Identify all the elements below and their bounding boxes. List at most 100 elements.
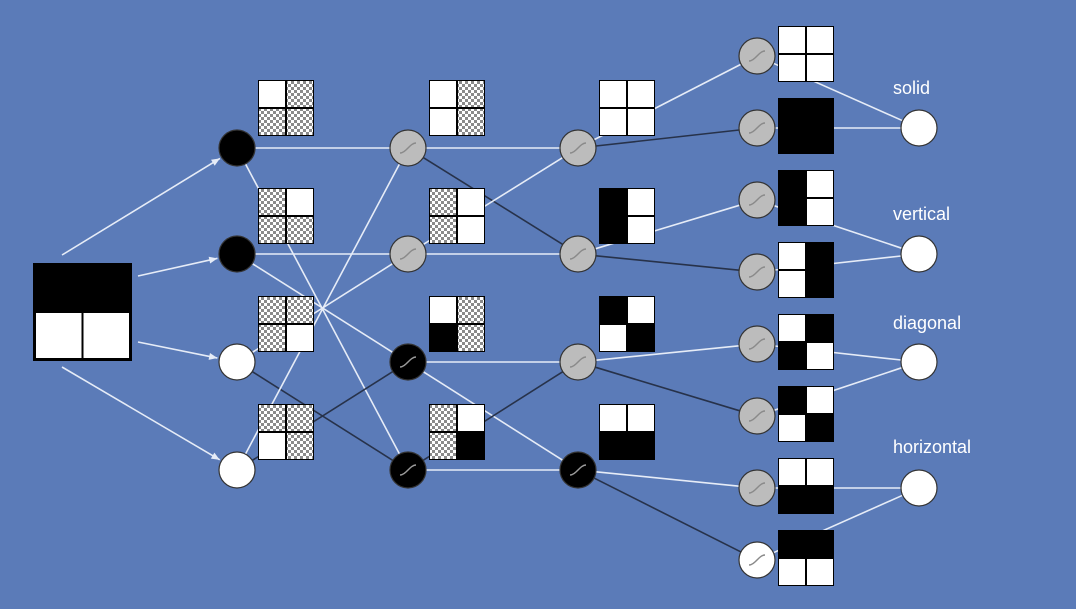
pattern-grid-icon (429, 404, 485, 460)
output-neuron (901, 110, 937, 146)
pattern-cell (458, 405, 484, 431)
pattern-cell (430, 189, 456, 215)
connection-edge (138, 258, 217, 276)
pattern-cell (600, 81, 626, 107)
pattern-cell (807, 199, 833, 225)
connection-edge (138, 342, 217, 358)
pattern-grid-icon (778, 98, 834, 154)
pattern-cell (779, 243, 805, 269)
pattern-cell (779, 343, 805, 369)
pattern-grid-icon (778, 386, 834, 442)
connection-edge (596, 256, 739, 270)
input-pixel (36, 313, 82, 358)
pattern-grid-icon (258, 80, 314, 136)
pattern-cell (458, 297, 484, 323)
arrowhead (211, 158, 220, 165)
pattern-cell (628, 189, 654, 215)
pattern-grid-icon (429, 296, 485, 352)
pattern-grid-icon (258, 404, 314, 460)
pattern-grid-icon (258, 296, 314, 352)
connection-edge (596, 472, 739, 486)
pattern-cell (458, 433, 484, 459)
pattern-cell (458, 217, 484, 243)
pattern-cell (807, 99, 833, 125)
pattern-cell (779, 459, 805, 485)
pattern-cell (807, 343, 833, 369)
connection-edge (594, 478, 741, 552)
pattern-cell (779, 315, 805, 341)
pattern-cell (600, 297, 626, 323)
pattern-grid-icon (599, 188, 655, 244)
pattern-cell (807, 127, 833, 153)
pattern-cell (807, 271, 833, 297)
pattern-cell (259, 325, 285, 351)
pattern-cell (430, 405, 456, 431)
neuron (739, 470, 775, 506)
pattern-grid-icon (778, 458, 834, 514)
neuron (560, 130, 596, 166)
pattern-cell (779, 99, 805, 125)
neuron (390, 452, 426, 488)
pattern-cell (259, 189, 285, 215)
pattern-grid-icon (599, 404, 655, 460)
pattern-cell (430, 217, 456, 243)
pattern-cell (287, 433, 313, 459)
pattern-cell (807, 243, 833, 269)
pattern-cell (779, 415, 805, 441)
input-pixel (36, 266, 82, 311)
pattern-cell (779, 531, 805, 557)
arrowhead (209, 353, 218, 360)
pattern-cell (259, 81, 285, 107)
pattern-cell (600, 433, 626, 459)
neuron (560, 452, 596, 488)
pattern-grid-icon (599, 80, 655, 136)
output-neuron (901, 236, 937, 272)
pattern-cell (458, 81, 484, 107)
pattern-cell (628, 325, 654, 351)
pattern-cell (628, 217, 654, 243)
pattern-cell (779, 271, 805, 297)
pattern-cell (807, 171, 833, 197)
neuron (739, 398, 775, 434)
pattern-cell (430, 433, 456, 459)
pattern-cell (458, 325, 484, 351)
pattern-cell (259, 433, 285, 459)
pattern-cell (458, 189, 484, 215)
output-label-solid: solid (893, 78, 930, 99)
pattern-grid-icon (778, 26, 834, 82)
pattern-cell (287, 217, 313, 243)
pattern-cell (807, 459, 833, 485)
pattern-cell (259, 297, 285, 323)
output-neuron (901, 344, 937, 380)
pattern-cell (628, 297, 654, 323)
pattern-grid-icon (778, 314, 834, 370)
pattern-cell (807, 415, 833, 441)
pattern-cell (287, 189, 313, 215)
pattern-cell (779, 171, 805, 197)
output-label-horizontal: horizontal (893, 437, 971, 458)
output-label-vertical: vertical (893, 204, 950, 225)
pattern-cell (259, 109, 285, 135)
pattern-cell (458, 109, 484, 135)
pattern-cell (430, 325, 456, 351)
input-pixel (84, 266, 130, 311)
neuron (390, 236, 426, 272)
neuron (390, 344, 426, 380)
pattern-cell (287, 81, 313, 107)
pattern-cell (779, 199, 805, 225)
pattern-cell (807, 55, 833, 81)
neuron (219, 452, 255, 488)
pattern-cell (779, 27, 805, 53)
pattern-cell (600, 405, 626, 431)
pattern-cell (807, 27, 833, 53)
neuron (219, 344, 255, 380)
neuron (390, 130, 426, 166)
pattern-cell (287, 109, 313, 135)
pattern-cell (807, 387, 833, 413)
pattern-cell (287, 325, 313, 351)
pattern-cell (628, 405, 654, 431)
pattern-cell (628, 433, 654, 459)
pattern-cell (807, 487, 833, 513)
pattern-cell (259, 217, 285, 243)
